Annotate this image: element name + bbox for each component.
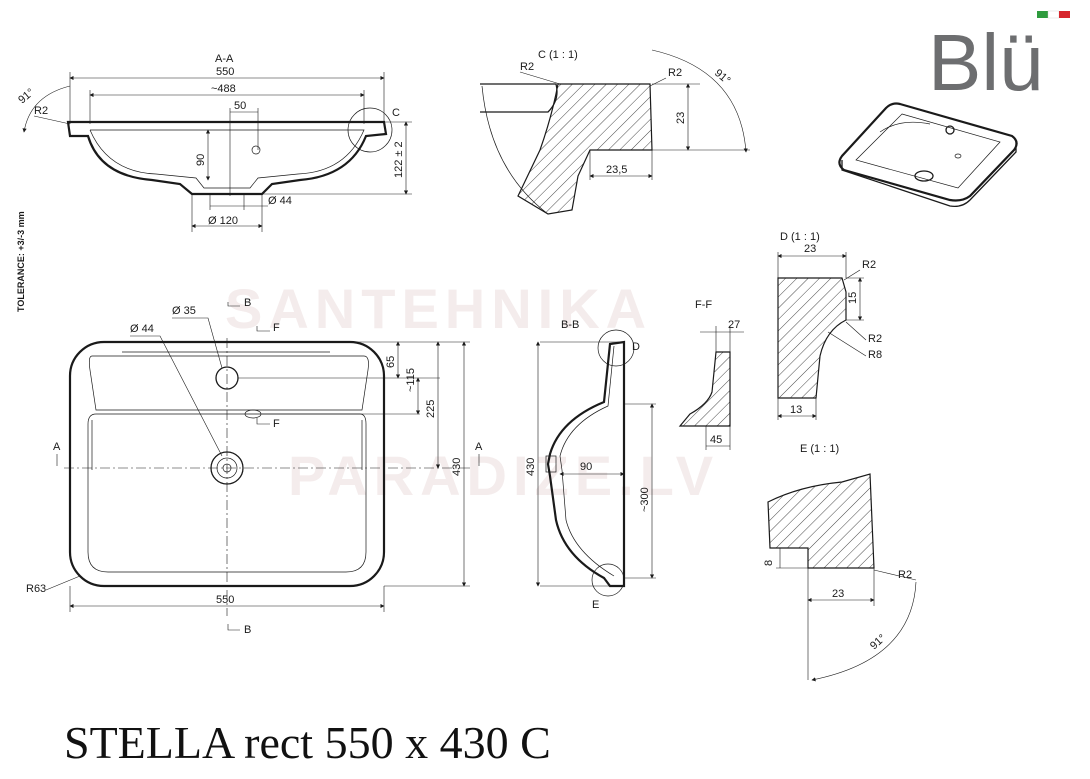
watermark-line2: PARADIZE.LV	[288, 444, 719, 507]
flag-green	[1037, 11, 1048, 18]
ff-section	[678, 351, 731, 427]
plan-marker-b-bottom: B	[244, 624, 251, 636]
detail-d-r-top: R2	[862, 259, 876, 271]
detail-d-height: 15	[847, 292, 859, 304]
plan-marker-f-top: F	[273, 322, 280, 334]
detail-c-label: C (1 : 1)	[538, 49, 578, 61]
detail-c-height: 23	[675, 112, 687, 124]
section-ff-label: F-F	[695, 299, 712, 311]
plan-marker-b-top: B	[244, 297, 251, 309]
detail-e-height: 8	[763, 560, 775, 566]
detail-e-section	[767, 473, 875, 569]
aa-inner-width: ~488	[211, 83, 236, 95]
plan-marker-a-right: A	[475, 441, 483, 453]
detail-e-width: 23	[832, 588, 844, 600]
aa-total-width: 550	[216, 66, 234, 78]
product-title: STELLA rect 550 x 430 C	[64, 717, 551, 768]
aa-angle: 91°	[16, 86, 36, 106]
detail-d-label: D (1 : 1)	[780, 231, 820, 243]
plan-tap-to-center: 225	[425, 400, 437, 418]
flag-white	[1047, 10, 1060, 19]
detail-d-bottom: 13	[790, 404, 802, 416]
section-bb: B-B 430 90 ~300 D E	[525, 319, 656, 611]
bb-height: 430	[525, 458, 537, 476]
detail-d-r-curve: R8	[868, 349, 882, 361]
bb-profile	[546, 340, 626, 588]
aa-height: 122 ± 2	[393, 141, 405, 178]
aa-radius: R2	[34, 105, 48, 117]
detail-e-radius: R2	[898, 569, 912, 581]
section-bb-label: B-B	[561, 319, 579, 331]
detail-d: D (1 : 1) 23 R2 15 R2 R8 13	[777, 231, 882, 420]
watermark-line1: SANTEHNIKA	[225, 277, 652, 340]
bb-marker-d: D	[632, 341, 640, 353]
plan-total-depth: 430	[451, 458, 463, 476]
aa-drain-hole: Ø 44	[268, 195, 292, 207]
detail-d-width: 23	[804, 243, 816, 255]
overflow-slot	[244, 409, 262, 419]
watermark: SANTEHNIKA PARADIZE.LV	[225, 277, 719, 507]
plan-tap-hole: Ø 35	[172, 305, 196, 317]
detail-d-r-inner: R2	[868, 333, 882, 345]
aa-detail-marker: C	[392, 107, 400, 119]
detail-c-section	[517, 83, 653, 215]
detail-c-r-left: R2	[520, 61, 534, 73]
tolerance-note: TOLERANCE: +3/-3 mm	[16, 211, 26, 312]
bb-length: ~300	[639, 487, 651, 512]
plan-marker-a-left: A	[53, 441, 61, 453]
plan-overflow-offset: 65	[385, 356, 397, 368]
aa-depth: 90	[195, 154, 207, 166]
brand-logo: Blü	[928, 10, 1070, 107]
detail-c-r-right: R2	[668, 67, 682, 79]
plan-tap-to-overflow: ~115	[405, 368, 417, 392]
detail-c-angle: 91°	[712, 67, 732, 87]
ff-bottom: 45	[710, 434, 722, 446]
plan-marker-f-mid: F	[273, 418, 280, 430]
aa-drain-diameter: Ø 120	[208, 215, 238, 227]
detail-d-section	[777, 277, 847, 399]
plan-drain-hole: Ø 44	[130, 323, 154, 335]
section-ff: F-F 27 45	[678, 299, 744, 450]
basin-3d-view	[838, 102, 1018, 208]
aa-tap-offset: 50	[234, 100, 246, 112]
plan-total-width: 550	[216, 594, 234, 606]
flag-red	[1059, 11, 1070, 18]
detail-e-label: E (1 : 1)	[800, 443, 839, 455]
plan-corner-radius: R63	[26, 583, 46, 595]
detail-c-width: 23,5	[606, 164, 627, 176]
detail-e: E (1 : 1) 8 23 R2 91°	[763, 443, 917, 682]
aa-basin-profile	[66, 120, 388, 196]
bb-marker-e: E	[592, 599, 599, 611]
section-aa-label: A-A	[215, 53, 234, 65]
detail-e-angle: 91°	[868, 632, 888, 652]
bb-depth: 90	[580, 461, 592, 473]
plan-view: Ø 35 Ø 44 B F F B A A 65 ~115 225 430	[26, 297, 483, 636]
section-aa: A-A 550 ~488 50 90 122 ± 2 Ø 120 Ø 44	[16, 53, 412, 232]
ff-top: 27	[728, 319, 740, 331]
brand-name: Blü	[928, 18, 1044, 107]
detail-c: C (1 : 1) 91° R2 R2 23 23,5	[480, 49, 750, 215]
